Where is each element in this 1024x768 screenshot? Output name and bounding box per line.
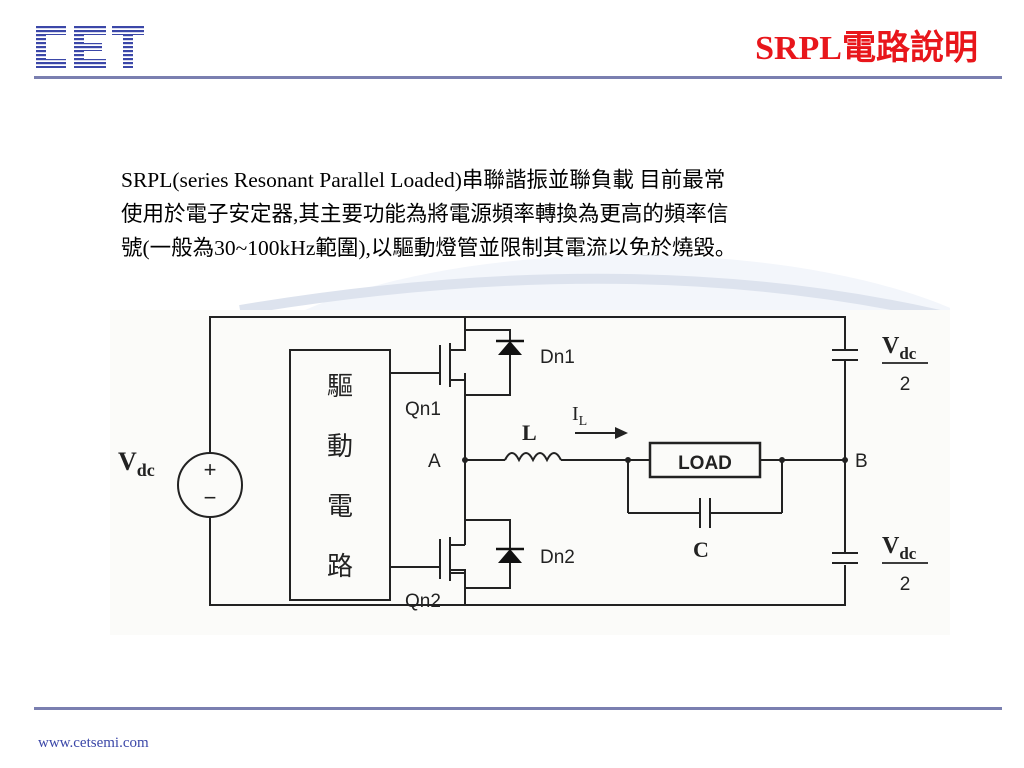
vdc-bot-label: Vdc bbox=[882, 533, 917, 563]
bottom-divider bbox=[34, 707, 1002, 710]
node-b-label: B bbox=[855, 451, 868, 472]
description-line-2: 使用於電子安定器,其主要功能為將電源頻率轉換為更高的頻率信 bbox=[121, 202, 729, 226]
load-label: LOAD bbox=[678, 453, 732, 474]
half-bot: 2 bbox=[900, 574, 911, 595]
junction-dots bbox=[462, 457, 848, 463]
vdc-main-label: Vdc bbox=[118, 447, 155, 480]
minus-sign: − bbox=[204, 485, 217, 510]
node-a-label: A bbox=[428, 451, 441, 472]
driver-label-2: 動 bbox=[327, 432, 353, 461]
inductor-label: L bbox=[522, 420, 537, 445]
load-box bbox=[648, 441, 762, 479]
qn2-label: Qn2 bbox=[405, 591, 441, 612]
srpl-circuit-diagram: 驅 動 電 路 Qn1 Qn2 Dn1 Dn2 A B 2 2 + − LOAD… bbox=[110, 255, 950, 635]
description-paragraph: SRPL(series Resonant Parallel Loaded)串聯諧… bbox=[121, 163, 941, 265]
driver-label-4: 路 bbox=[327, 552, 353, 581]
vdc-top-label: Vdc bbox=[882, 333, 917, 363]
diagram-panel bbox=[110, 310, 950, 635]
half-top: 2 bbox=[900, 374, 911, 395]
cap-label: C bbox=[693, 537, 709, 562]
page-title: SRPL電路說明 bbox=[755, 30, 978, 67]
vdc-source-icon bbox=[177, 452, 243, 518]
plus-sign: + bbox=[204, 457, 217, 482]
cet-logo bbox=[36, 26, 144, 68]
dn1-diode-icon bbox=[496, 339, 524, 355]
driver-label-1: 驅 bbox=[327, 372, 353, 401]
dn2-diode-icon bbox=[496, 547, 524, 563]
qn1-label: Qn1 bbox=[405, 399, 441, 420]
description-line-1: SRPL(series Resonant Parallel Loaded)串聯諧… bbox=[121, 168, 726, 192]
footer-url[interactable]: www.cetsemi.com bbox=[38, 735, 149, 751]
driver-circuit-box bbox=[289, 349, 391, 601]
dn1-label: Dn1 bbox=[540, 347, 575, 368]
top-divider bbox=[34, 76, 1002, 79]
driver-label-3: 電 bbox=[327, 492, 353, 521]
circuit-wires bbox=[209, 316, 858, 606]
current-label: IL bbox=[572, 403, 587, 429]
dn2-label: Dn2 bbox=[540, 547, 575, 568]
